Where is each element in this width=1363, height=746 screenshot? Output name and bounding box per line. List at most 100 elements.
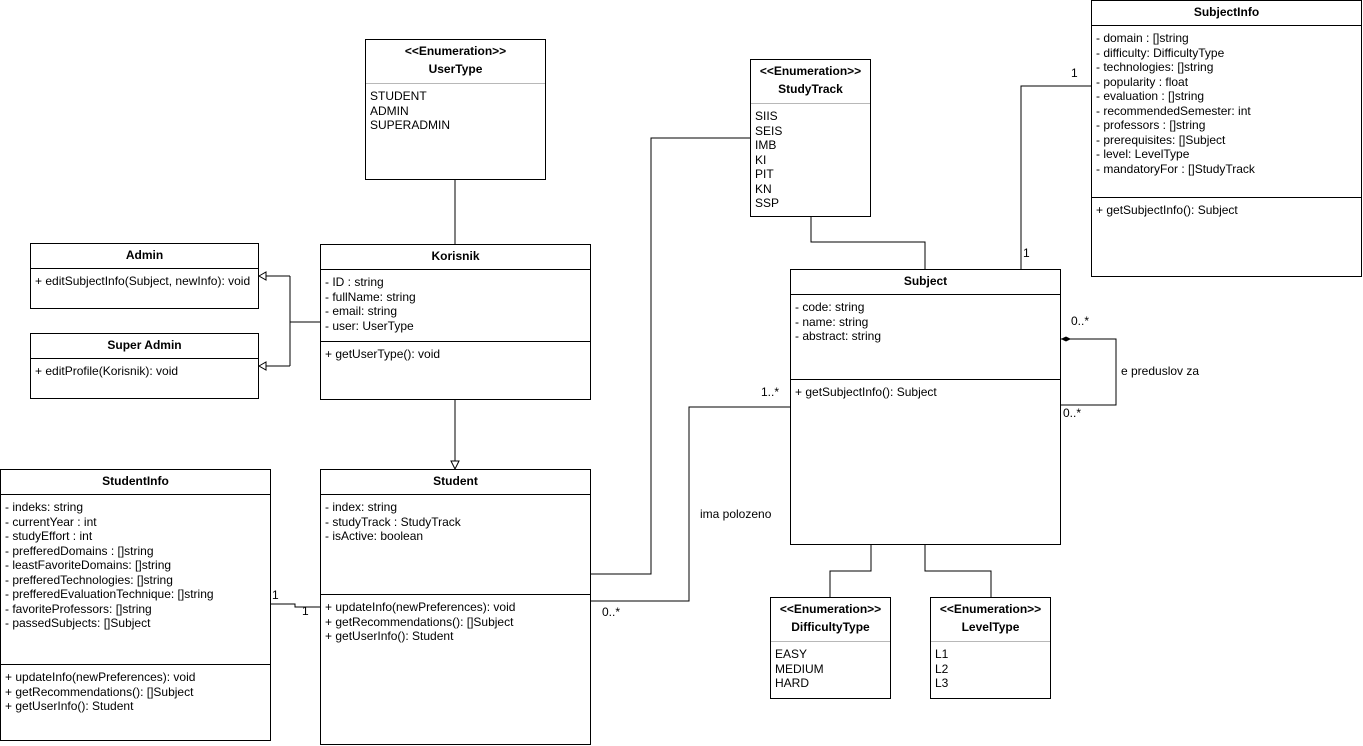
student-class[interactable]: Student - index: string - studyTrack : S… [320,469,591,745]
attribute: - favoriteProfessors: []string [5,601,152,616]
subject-level-link [924,545,992,597]
usertype-stereotype: <<Enumeration>> [404,44,507,58]
subject-class[interactable]: Subject - code: string - name: string - … [790,269,1061,545]
self-association-label: e preduslov za [1121,364,1200,378]
attribute: - studyEffort : int [5,529,93,543]
studentinfo-methods: + updateInfo(newPreferences): void + get… [1,665,270,716]
usertype-header: <<Enumeration>> UserType [366,40,545,84]
subject-methods: + getSubjectInfo(): Subject [791,380,1060,402]
korisnik-header: Korisnik [321,245,590,270]
method: + getSubjectInfo(): Subject [795,385,937,399]
attribute: - index: string [325,500,398,514]
difficultytype-enum[interactable]: <<Enumeration>> DifficultyType EASY MEDI… [770,597,891,699]
subject-left-multiplicity: 1..* [761,385,780,399]
attribute: - leastFavoriteDomains: []string [5,558,172,572]
method: + editProfile(Korisnik): void [35,364,179,378]
subjectinfo-header: SubjectInfo [1092,1,1361,26]
attribute: - evaluation : []string [1096,89,1205,103]
enum-value: IMB [755,138,777,152]
attribute: - abstract: string [795,329,882,343]
difficultytype-values: EASY MEDIUM HARD [771,642,890,693]
studytrack-header: <<Enumeration>> StudyTrack [751,60,870,104]
studentinfo-attributes: - indeks: string - currentYear : int - s… [1,495,270,665]
leveltype-stereotype: <<Enumeration>> [939,602,1042,616]
difficultytype-header: <<Enumeration>> DifficultyType [771,598,890,642]
student-multiplicity: 0..* [602,605,621,619]
difficultytype-name: DifficultyType [791,620,870,634]
enum-value: L1 [935,647,949,661]
attribute: - isActive: boolean [325,529,424,543]
attribute: - prefferedDomains : []string [5,543,154,558]
attribute: - technologies: []string [1096,60,1214,74]
attribute: - level: LevelType [1096,147,1190,161]
enum-value: L2 [935,661,949,676]
studytrack-values: SIIS SEIS IMB KI PIT KN SSP [751,104,870,213]
attribute: - mandatoryFor : []StudyTrack [1096,161,1255,176]
passed-association-label: ima polozeno [700,507,772,521]
studentinfo-multiplicity: 1 [272,588,279,602]
enum-value: L3 [935,676,949,690]
subject-self-link [1061,338,1117,406]
subjectinfo-attributes: - domain : []string - difficulty: Diffic… [1092,26,1361,198]
student-header: Student [321,470,590,495]
attribute: - email: string [325,304,398,318]
attribute: - studyTrack : StudyTrack [325,514,461,529]
attribute: - fullName: string [325,289,416,304]
subject-attributes: - code: string - name: string - abstract… [791,295,1060,380]
enum-value: SUPERADMIN [370,118,451,132]
attribute: - popularity : float [1096,74,1189,89]
admin-class[interactable]: Admin + editSubjectInfo(Subject, newInfo… [30,243,259,309]
korisnik-class[interactable]: Korisnik - ID : string - fullName: strin… [320,244,591,400]
enum-value: KN [755,181,772,196]
korisnik-methods: + getUserType(): void [321,342,590,364]
enum-value: HARD [775,676,810,690]
student-attributes: - index: string - studyTrack : StudyTrac… [321,495,590,595]
studytrack-subject-link [810,217,926,269]
korisnik-attributes: - ID : string - fullName: string - email… [321,270,590,342]
attribute: - difficulty: DifficultyType [1096,45,1225,60]
admin-methods: + editSubjectInfo(Subject, newInfo): voi… [31,269,258,291]
leveltype-name: LevelType [961,620,1020,634]
student-methods: + updateInfo(newPreferences): void + get… [321,595,590,646]
superadmin-header: Super Admin [31,334,258,359]
method: + getUserType(): void [325,347,441,361]
subject-top-multiplicity: 1 [1023,246,1030,260]
attribute: - professors : []string [1096,118,1206,132]
attribute: - prefferedEvaluationTechnique: []string [5,587,214,601]
enum-value: MEDIUM [775,661,824,676]
enum-value: KI [755,152,767,167]
method: + getRecommendations(): []Subject [5,684,194,699]
usertype-values: STUDENT ADMIN SUPERADMIN [366,84,545,135]
leveltype-header: <<Enumeration>> LevelType [931,598,1050,642]
attribute: - domain : []string [1096,31,1189,45]
difficultytype-stereotype: <<Enumeration>> [779,602,882,616]
usertype-enum[interactable]: <<Enumeration>> UserType STUDENT ADMIN S… [365,39,546,180]
self-multiplicity-bottom: 0..* [1063,406,1082,420]
subject-difficulty-link [829,545,872,597]
attribute: - indeks: string [5,500,84,514]
enum-value: SIIS [755,109,778,123]
passed-subjects-link [591,406,790,602]
attribute: - prerequisites: []Subject [1096,132,1226,147]
leveltype-values: L1 L2 L3 [931,642,1050,693]
leveltype-enum[interactable]: <<Enumeration>> LevelType L1 L2 L3 [930,597,1051,699]
student-left-multiplicity: 1 [302,604,309,618]
studentinfo-student-link [270,603,320,608]
student-inherit-arrow [450,460,460,471]
self-multiplicity-top: 0..* [1071,314,1090,328]
method: + getRecommendations(): []Subject [325,614,514,629]
attribute: - code: string [795,300,865,314]
self-assoc-diamond [1060,336,1072,342]
subject-subjectinfo-link [1020,85,1091,269]
studentinfo-header: StudentInfo [1,470,270,495]
superadmin-class[interactable]: Super Admin + editProfile(Korisnik): voi… [30,333,259,399]
studentinfo-class[interactable]: StudentInfo - indeks: string - currentYe… [0,469,271,741]
method: + getSubjectInfo(): Subject [1096,203,1238,217]
subjectinfo-multiplicity: 1 [1071,66,1078,80]
enum-value: SSP [755,196,780,210]
studytrack-enum[interactable]: <<Enumeration>> StudyTrack SIIS SEIS IMB… [750,59,871,217]
attribute: - recommendedSemester: int [1096,103,1251,118]
subjectinfo-class[interactable]: SubjectInfo - domain : []string - diffic… [1091,0,1362,277]
attribute: - prefferedTechnologies: []string [5,572,173,587]
method: + getUserInfo(): Student [325,629,454,643]
